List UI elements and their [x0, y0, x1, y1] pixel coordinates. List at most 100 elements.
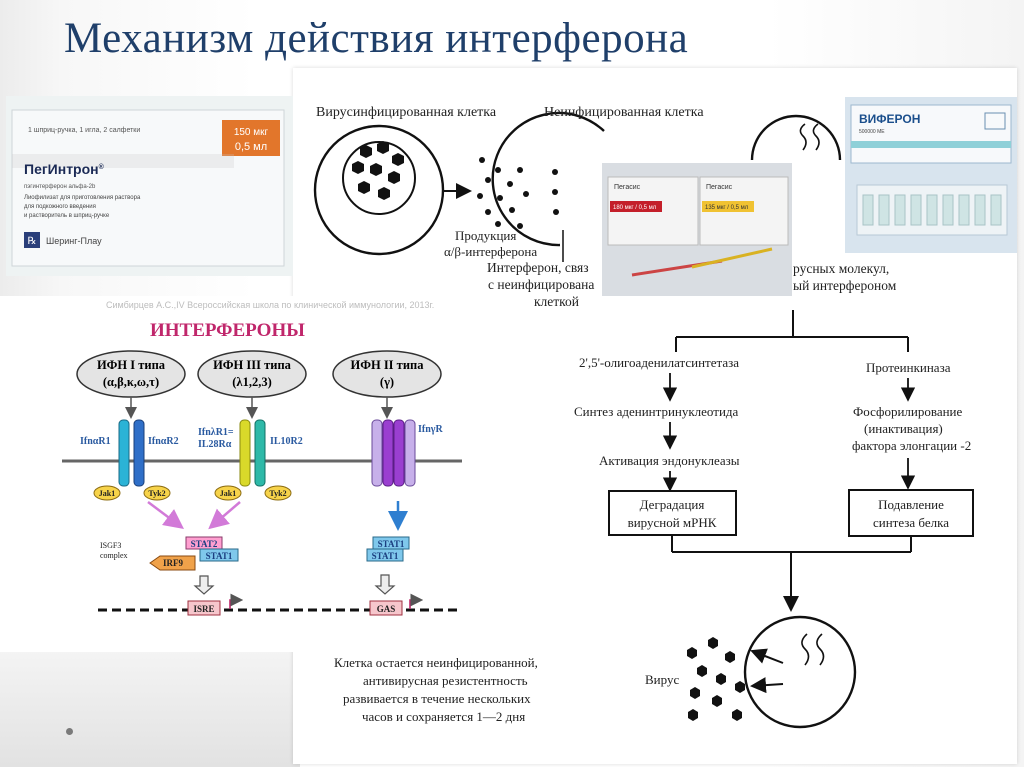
pegintron-sub-1: пэгинтерферон альфа-2b — [24, 184, 96, 190]
viferon-package: ВИФЕРОН 500000 МЕ — [845, 97, 1017, 253]
virus-label: Вирус — [645, 672, 679, 687]
gas-label: GAS — [377, 604, 396, 614]
conclusion-4: часов и сохраняется 1—2 дня — [362, 709, 525, 724]
interferons-heading: ИНТЕРФЕРОНЫ — [150, 320, 305, 341]
viferon-dose: 500000 МЕ — [859, 129, 885, 135]
tyk2-ifnar — [143, 485, 171, 501]
conclusion-2: антивирусная резистентность — [363, 673, 528, 688]
label-ifnar1: IfnαR1 — [80, 436, 111, 447]
jak1-ifnlr-label: Jak1 — [220, 489, 236, 498]
isre-label: ISRE — [193, 604, 214, 614]
citation: Симбирцев А.С.,IV Всероссийская школа по… — [106, 300, 434, 310]
type2-ellipse: ИФН II типа (γ) — [332, 350, 442, 398]
label-ifnlr1-2: IL28Rα — [198, 439, 232, 450]
right-result-2: синтеза белка — [873, 515, 949, 530]
protected-cell-final — [743, 615, 857, 729]
isgf3-label-2: complex — [100, 551, 128, 560]
gas-transcription-arrow — [409, 593, 424, 609]
pegintron-brand: ПегИнтрон® — [24, 161, 105, 177]
infected-cell — [313, 124, 445, 256]
type3-ellipse: ИФН III типа (λ1,2,3) — [197, 350, 307, 398]
tyk2-ifnlr-label: Tyk2 — [269, 489, 286, 498]
interferon-molecules — [477, 157, 529, 229]
ifngr-receptor — [371, 419, 416, 487]
pegintron-package: 1 шприц-ручка, 1 игла, 2 салфетки 150 мк… — [6, 96, 293, 276]
left-step-1: 2',5'-олигоаденилатсинтетаза — [579, 355, 739, 370]
pegasys-packages: Пегасис Пегасис 180 мкг / 0,5 мл 135 мкг… — [602, 163, 792, 296]
ifnar-receptor — [118, 419, 145, 487]
interferons-diagram: Симбирцев А.С.,IV Всероссийская школа по… — [62, 300, 462, 616]
isgf3-label-1: ISGF3 — [100, 541, 121, 550]
slide-bullet-dot — [66, 728, 73, 735]
right-result-1: Подавление — [878, 497, 944, 512]
right-step-4: фактора элонгации -2 — [852, 438, 971, 453]
schering-logo-icon: ℞ — [24, 232, 40, 248]
slide-decor-strip — [0, 650, 300, 767]
type1-ellipse: ИФН I типа (α,β,κ,ω,τ) — [76, 350, 186, 398]
jak1-ifnar — [93, 485, 121, 501]
pegasys-dose-right: 135 мкг / 0,5 мл — [705, 205, 749, 211]
ifnar-to-stat-arrow — [147, 501, 184, 529]
conclusion-1: Клетка остается неинфицированной, — [334, 655, 538, 670]
svg-text:ИФН II типа: ИФН II типа — [351, 358, 425, 372]
conclusion-3: развивается в течение нескольких — [343, 691, 531, 706]
pegasys-name-left: Пегасис — [614, 184, 641, 191]
svg-text:ИФН I типа: ИФН I типа — [97, 358, 166, 372]
svg-text:(α,β,κ,ω,τ): (α,β,κ,ω,τ) — [103, 375, 159, 389]
pegintron-maker: Шеринг-Плау — [46, 236, 102, 246]
pegintron-sub-3: для подкожного введения — [24, 204, 96, 210]
pegintron-sub-4: и растворитель в шприц-ручке — [24, 213, 110, 219]
left-step-3: Активация эндонуклеазы — [599, 453, 740, 468]
stat1-box — [199, 548, 239, 562]
stat2-label: STAT2 — [191, 539, 218, 549]
isre-box — [187, 600, 221, 616]
pegintron-dose-1: 150 мкг — [234, 127, 269, 138]
left-step-2: Синтез аденинтринуклеотида — [574, 404, 739, 419]
slide-title: Механизм действия интерферона — [64, 15, 689, 62]
left-result-1: Деградация — [640, 497, 705, 512]
uninfected-cell — [491, 111, 605, 247]
svg-text:(γ): (γ) — [380, 375, 394, 389]
syringe-right-icon — [691, 247, 773, 269]
virus-molecules-label-1: русных молекул, — [793, 261, 889, 276]
virus-molecules-label-2: ый интерфероном — [793, 278, 897, 293]
interferons-panel: Симбирцев А.С.,IV Всероссийская школа по… — [0, 296, 520, 652]
label-il10r2: IL10R2 — [270, 436, 303, 447]
pegasys-name-right: Пегасис — [706, 184, 733, 191]
right-step-3: (инактивация) — [864, 421, 943, 436]
right-step-2: Фосфорилирование — [853, 404, 962, 419]
pegasys-dose-left: 180 мкг / 0,5 мл — [613, 205, 657, 211]
infected-cell-label: Вирусинфицированная клетка — [316, 105, 497, 120]
isre-transcription-arrow — [229, 593, 244, 609]
pegasys-dose-right-box — [702, 201, 754, 212]
resist-arrow-1 — [750, 648, 784, 664]
label-ifnar2: IfnαR2 — [148, 436, 179, 447]
bound-label-1: Интерферон, связ — [487, 260, 589, 275]
bound-label-3: клеткой — [534, 294, 579, 309]
pegintron-dose-2: 0,5 мл — [235, 141, 267, 153]
uninfected-cell-label: Неинфицированная клетка — [544, 105, 704, 120]
stat1-gamma-bottom — [366, 548, 404, 562]
stat1-gamma-bottom-label: STAT1 — [372, 551, 399, 561]
pegasys-dose-left-box — [610, 201, 662, 212]
tyk2-ifnar-label: Tyk2 — [148, 489, 165, 498]
label-ifnlr1-1: IfnλR1= — [198, 427, 234, 438]
left-result-2: вирусной мРНК — [628, 515, 717, 530]
bound-label-2: с неинфицирована — [488, 277, 594, 292]
stat1-label: STAT1 — [206, 551, 233, 561]
ifnlr-receptor — [239, 419, 266, 487]
irf9-shape — [149, 555, 196, 571]
viferon-logo-icon — [984, 112, 1006, 130]
right-step-1: Протеинкиназа — [866, 360, 951, 375]
resist-arrow-2 — [750, 677, 784, 694]
jak1-ifnlr — [214, 485, 242, 501]
production-label-1: Продукция — [455, 228, 516, 243]
virus-particles — [687, 637, 745, 721]
irf9-label: IRF9 — [163, 558, 183, 568]
gas-box — [369, 600, 403, 616]
label-ifngr: IfnγR — [418, 424, 443, 435]
protected-cell-top — [750, 114, 842, 161]
svg-text:℞: ℞ — [28, 236, 37, 247]
svg-text:ИФН III типа: ИФН III типа — [213, 358, 292, 372]
